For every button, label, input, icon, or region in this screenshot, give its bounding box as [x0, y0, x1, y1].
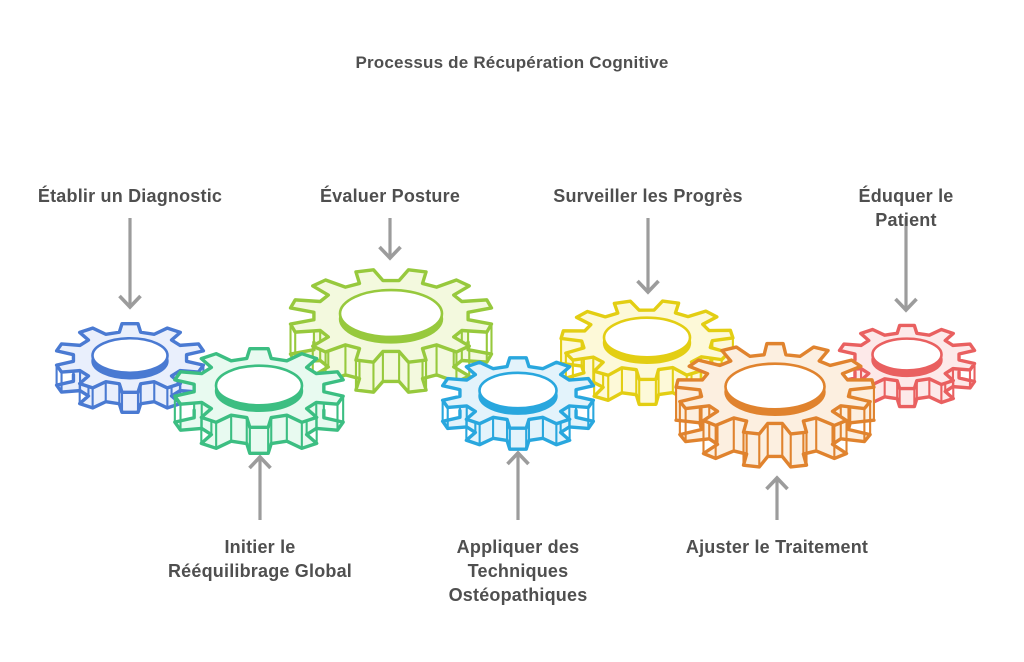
arrow-down-surveiller-les-progres: [636, 218, 660, 295]
arrow-down-etablir-un-diagnostic: [118, 218, 142, 310]
label-ajuster-le-traitement: Ajuster le Traitement: [685, 537, 869, 557]
label-etablir-un-diagnostic: Établir un Diagnostic: [37, 186, 223, 206]
label-eduquer-le-patient: Éduquer le Patient: [858, 186, 954, 230]
arrow-down-eduquer-le-patient: [894, 218, 918, 313]
arrow-up-initier-le-reequilibrage-global: [248, 454, 272, 520]
gear-evaluer-posture: [288, 268, 494, 394]
diagram-title: Processus de Récupération Cognitive: [355, 53, 669, 72]
arrow-up-ajuster-le-traitement: [765, 475, 789, 520]
arrow-down-evaluer-posture: [378, 218, 402, 261]
label-surveiller-les-progres: Surveiller les Progrès: [553, 186, 743, 206]
label-appliquer-des-techniques-osteopathiques: Appliquer des Techniques Ostéopathiques: [448, 537, 588, 605]
gear-etablir-un-diagnostic: [54, 321, 206, 415]
gear-appliquer-des-techniques-osteopathiques: [440, 356, 596, 451]
label-evaluer-posture: Évaluer Posture: [319, 186, 461, 206]
label-initier-le-reequilibrage-global: Initier le Rééquilibrage Global: [167, 537, 353, 581]
gear-ajuster-le-traitement: [674, 341, 876, 469]
gear-initier-le-reequilibrage-global: [173, 346, 345, 456]
arrow-up-appliquer-des-techniques-osteopathiques: [506, 450, 530, 520]
